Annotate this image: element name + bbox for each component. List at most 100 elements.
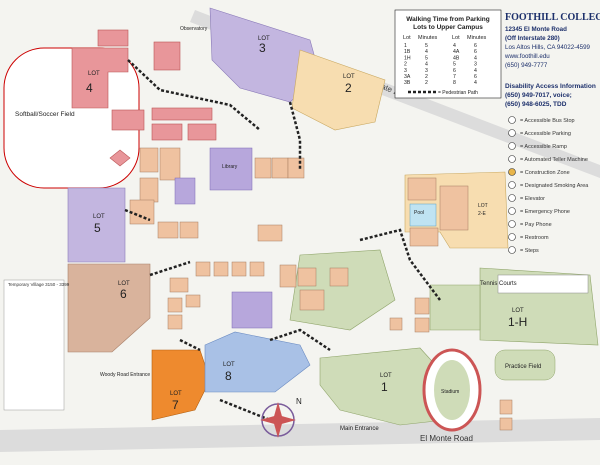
atm-icon <box>508 155 516 163</box>
lot-4[interactable] <box>71 47 129 109</box>
lot-1d[interactable] <box>429 284 481 331</box>
construction-icon <box>508 168 516 176</box>
lot-4a[interactable] <box>97 29 129 47</box>
walking-title-1: Walking Time from Parking <box>406 16 489 23</box>
softball-label: Softball/Soccer Field <box>15 111 75 118</box>
steps-icon <box>508 246 516 254</box>
walk-row-lot: 1 <box>404 43 407 49</box>
walk-row-lot: 3 <box>404 68 407 74</box>
lot-2-label: LOT <box>343 74 355 80</box>
walk-row-minutes: 3 <box>474 62 477 68</box>
compass-rose: N <box>260 397 302 438</box>
pool <box>409 203 437 227</box>
lot-2-number: 2 <box>345 81 352 95</box>
lot-5-number: 5 <box>94 221 101 235</box>
purple-buildings <box>174 147 273 329</box>
lot-8-label: LOT <box>223 362 235 368</box>
building-d140 <box>414 297 430 315</box>
map-legend: = Accessible Bus Stop= Accessible Parkin… <box>508 116 589 254</box>
walk-row-lot: 4A <box>453 49 460 55</box>
col-lot-right: Lot <box>452 35 460 41</box>
walk-row-lot: 4 <box>453 43 456 49</box>
lot-6-number: 6 <box>120 287 127 301</box>
lot-4b[interactable] <box>151 107 213 121</box>
lot-1-label: LOT <box>380 373 392 379</box>
building-d160 <box>499 399 513 415</box>
walk-row-lot: 7 <box>453 74 456 80</box>
path-lot6 <box>149 260 191 277</box>
legend-label: = Construction Zone <box>520 170 570 176</box>
lot-4-label: LOT <box>88 71 100 77</box>
ramp-icon <box>508 142 516 150</box>
building-7200 <box>167 314 183 330</box>
walk-row-minutes: 4 <box>425 49 428 55</box>
building-5200 <box>179 221 199 239</box>
temp-village-label: Temporary Village 3150 - 3399 <box>8 282 70 287</box>
lot-8-number: 8 <box>225 369 232 383</box>
tennis-courts <box>497 274 589 294</box>
lot-5[interactable] <box>67 187 126 263</box>
walk-row-minutes: 6 <box>474 43 477 49</box>
lot-4-number: 4 <box>86 81 93 95</box>
emergency-phone-icon <box>508 207 516 215</box>
walk-row-lot: 6 <box>453 68 456 74</box>
walk-row-lot: 3A <box>404 74 411 80</box>
restroom-icon <box>508 233 516 241</box>
building-7100 <box>167 297 183 313</box>
building-7600 <box>185 294 201 308</box>
bus-icon <box>508 116 516 124</box>
lot-6[interactable] <box>67 263 151 353</box>
access-line: (650) 949-7017, voice; <box>505 92 572 99</box>
library-label: Library <box>222 164 238 170</box>
building-1200 <box>329 267 349 287</box>
walk-row-lot: 2 <box>404 62 407 68</box>
legend-label: = Automated Teller Machine <box>520 157 588 163</box>
building-5800 <box>139 177 159 203</box>
legend-label: = Steps <box>520 248 539 254</box>
lot-7[interactable] <box>151 349 211 421</box>
path-lot8 <box>269 328 331 352</box>
building-1900 <box>257 224 283 242</box>
address-line: (650) 949-7777 <box>505 62 548 69</box>
walking-table <box>394 9 502 99</box>
lot-8[interactable] <box>204 331 311 393</box>
building-2800 <box>439 185 469 231</box>
building-5400 <box>129 199 155 225</box>
lot-1h-label: LOT <box>512 308 524 314</box>
lot-5-label: LOT <box>93 214 105 220</box>
lot-2e-number: 2-E <box>478 211 486 217</box>
building-2500 <box>407 177 437 201</box>
legend-label: = Restroom <box>520 235 549 241</box>
path-main <box>219 398 271 422</box>
building-5100 <box>157 221 179 239</box>
practice-field-label: Practice Field <box>505 364 541 370</box>
access-title: Disability Access Information <box>505 83 596 90</box>
path-lot2e <box>359 228 441 301</box>
lot-2[interactable] <box>291 49 386 131</box>
lot-1[interactable] <box>319 347 446 426</box>
building-1400 <box>297 267 317 287</box>
building-3300 <box>254 157 272 179</box>
building-8000-complex <box>231 291 273 329</box>
walk-row-minutes: 4 <box>474 55 477 61</box>
main-entrance-label: Main Entrance <box>340 426 379 432</box>
walk-row-minutes: 4 <box>425 62 428 68</box>
legend-label: = Emergency Phone <box>520 209 570 215</box>
lot-6-label: LOT <box>118 281 130 287</box>
lot-3-number: 3 <box>259 41 266 55</box>
col-lot-left: Lot <box>403 35 411 41</box>
stadium-field <box>434 360 470 420</box>
building-d170 <box>499 417 513 431</box>
walk-row-minutes: 6 <box>474 74 477 80</box>
pay-phone-icon <box>508 220 516 228</box>
building-6000 <box>195 261 211 277</box>
col-minutes-right: Minutes <box>467 35 487 41</box>
campus-buildings <box>129 147 513 431</box>
lot-4-6[interactable] <box>153 41 181 71</box>
building-5700 <box>139 147 159 173</box>
woody-entrance-label: Woody Road Entrance <box>100 372 150 378</box>
lot-1-number: 1 <box>381 380 388 394</box>
legend-label: = Accessible Ramp <box>520 144 567 150</box>
path-lot4 <box>127 59 261 131</box>
